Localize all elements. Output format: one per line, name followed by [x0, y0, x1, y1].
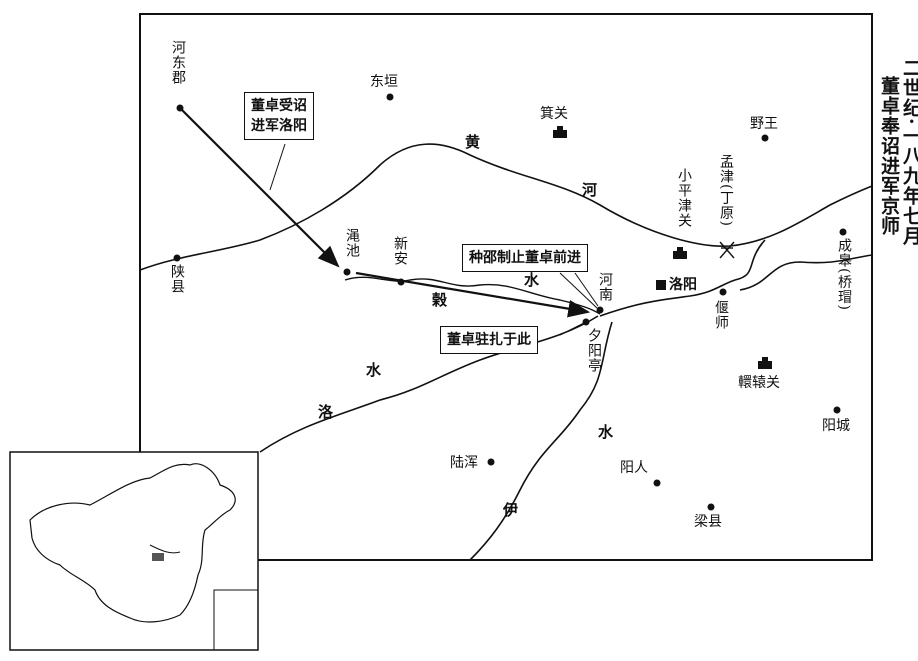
place-luhun: 陆浑	[450, 455, 478, 471]
place-dongyuan: 东垣	[370, 74, 398, 90]
place-yangcheng: 阳城	[822, 418, 850, 434]
callout-2a	[559, 272, 598, 309]
title-date: 二世纪·一八九年七月	[900, 58, 918, 246]
place-yanshi: 偃师	[713, 300, 729, 330]
callout-2b	[574, 272, 599, 307]
callout-1	[269, 143, 286, 191]
place-yewang: 野王	[750, 116, 778, 132]
river-gu: 榖	[432, 291, 448, 309]
place-chenggao: 成皋(桥瑁)	[836, 238, 852, 311]
river-gu-shui: 水	[524, 271, 540, 289]
callout-3	[559, 322, 585, 336]
map-frame	[139, 13, 873, 561]
place-mengjin: 孟津(丁原)	[718, 154, 734, 227]
place-mianchi: 渑池	[344, 228, 360, 258]
march-arrow-2	[355, 271, 591, 318]
title-event: 董卓奉诏进军京师	[878, 76, 900, 236]
pass-icons	[553, 126, 772, 369]
river-yi: 伊	[503, 501, 519, 519]
luo-river	[259, 315, 599, 453]
inset-south-sea-box	[213, 589, 259, 651]
capital-icon	[656, 280, 666, 290]
river-luo: 洛	[318, 403, 334, 421]
inset-china-outline	[29, 463, 236, 623]
place-luoyang: 洛阳	[669, 277, 697, 293]
place-xiaopingjin: 小平津关	[676, 168, 692, 228]
annotation-1-line2: 进军洛阳	[251, 118, 307, 134]
place-xinan: 新安	[392, 236, 408, 266]
march-arrow-1	[181, 109, 340, 268]
place-huanyuan: 轘辕关	[738, 375, 780, 391]
place-yangren: 阳人	[620, 460, 648, 476]
map-title: 二世纪·一八九年七月 董卓奉诏进军京师	[878, 58, 918, 246]
annotation-box-2: 种邵制止董卓前进	[462, 244, 588, 272]
place-jiguan: 箕关	[540, 106, 568, 122]
place-shanxian: 陕县	[169, 264, 185, 294]
inset-highlight	[152, 553, 164, 561]
place-liangxian: 梁县	[694, 514, 722, 530]
place-hedong: 河东郡	[170, 40, 186, 85]
annotation-box-3: 董卓驻扎于此	[440, 326, 538, 354]
yellow-river-south-bank	[599, 239, 766, 317]
river-luo-shui: 水	[366, 361, 382, 379]
city-dots	[173, 93, 847, 511]
yellow-river	[139, 143, 873, 271]
yi-river	[469, 321, 613, 561]
annotation-box-1: 董卓受诏 进军洛阳	[244, 92, 314, 140]
ferry-icon	[719, 241, 735, 259]
inset-frame	[9, 451, 259, 651]
river-huang: 黄	[465, 133, 481, 151]
place-xiyangting: 夕阳亭	[586, 328, 602, 373]
place-henan: 河南	[597, 272, 613, 302]
luo-river-east	[739, 254, 873, 291]
annotation-1-line1: 董卓受诏	[251, 98, 307, 114]
river-he: 河	[582, 181, 598, 199]
river-yi-shui: 水	[598, 423, 614, 441]
